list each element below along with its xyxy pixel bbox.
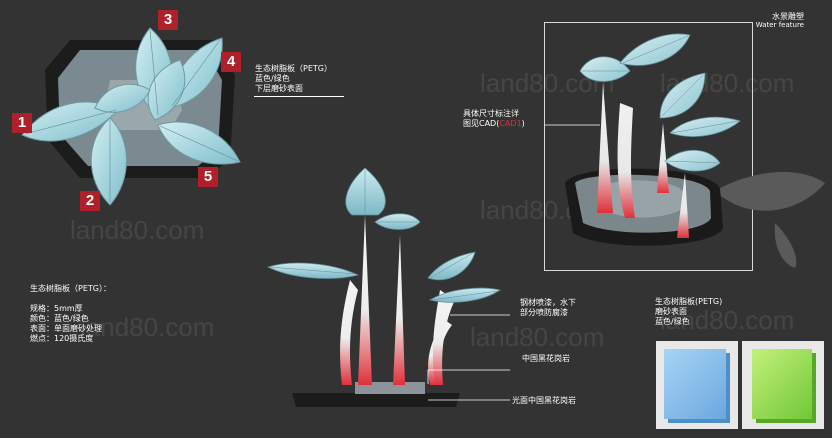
cad-highlight: CAD1 bbox=[499, 119, 522, 128]
plan-leaf bbox=[157, 121, 241, 165]
watermark: land80.com bbox=[470, 322, 605, 352]
spec-line: 燃点：120摄氏度 bbox=[30, 334, 94, 343]
spec-title: 生态树脂板（PETG）： bbox=[30, 284, 111, 293]
perspective-drawing bbox=[545, 33, 825, 268]
callout-polished-granite: 光面中国黑花岗岩 bbox=[512, 396, 576, 405]
badge-1: 1 bbox=[12, 113, 32, 133]
watermark: land80.com bbox=[80, 312, 215, 342]
spec-line: 规格：5mm厚 bbox=[30, 304, 83, 313]
spec-block: 生态树脂板（PETG）： 规格：5mm厚 颜色：蓝色/绿色 表面：单面磨砂处理 … bbox=[30, 284, 111, 344]
perspective-frame bbox=[544, 22, 753, 271]
spec-line: 颜色：蓝色/绿色 bbox=[30, 314, 89, 323]
plan-view-drawing bbox=[21, 27, 241, 206]
corner-title-en: Water feature bbox=[755, 21, 804, 29]
plan-leaf bbox=[94, 83, 151, 113]
plan-label: 生态树脂板（PETG） 蓝色/绿色 下层磨砂表面 bbox=[255, 64, 332, 93]
swatch-label: 生态树脂板(PETG) 磨砂表面 蓝色/绿色 bbox=[655, 297, 723, 326]
corner-title: 水景雕塑 Water feature bbox=[756, 12, 804, 30]
plan-leaf bbox=[90, 117, 127, 206]
spec-line: 表面：单面磨砂处理 bbox=[30, 324, 102, 333]
callout-granite: 中国黑花岗岩 bbox=[522, 354, 570, 363]
blue-swatch bbox=[656, 341, 738, 429]
badge-3: 3 bbox=[158, 10, 178, 30]
badge-5: 5 bbox=[198, 167, 218, 187]
badge-2: 2 bbox=[80, 191, 100, 211]
callout-steel: 钢材喷漆，水下 部分喷防腐漆 bbox=[520, 298, 576, 317]
badge-4: 4 bbox=[221, 52, 241, 72]
green-swatch bbox=[742, 341, 824, 429]
elevation-drawing bbox=[266, 167, 510, 407]
plan-label-underline bbox=[254, 96, 344, 97]
corner-title-cn: 水景雕塑 bbox=[772, 12, 804, 21]
watermark: land80.com bbox=[660, 305, 795, 335]
cad-note: 具体尺寸标注详 图见CAD(CAD1) bbox=[463, 109, 525, 128]
watermark: land80.com bbox=[70, 215, 205, 245]
